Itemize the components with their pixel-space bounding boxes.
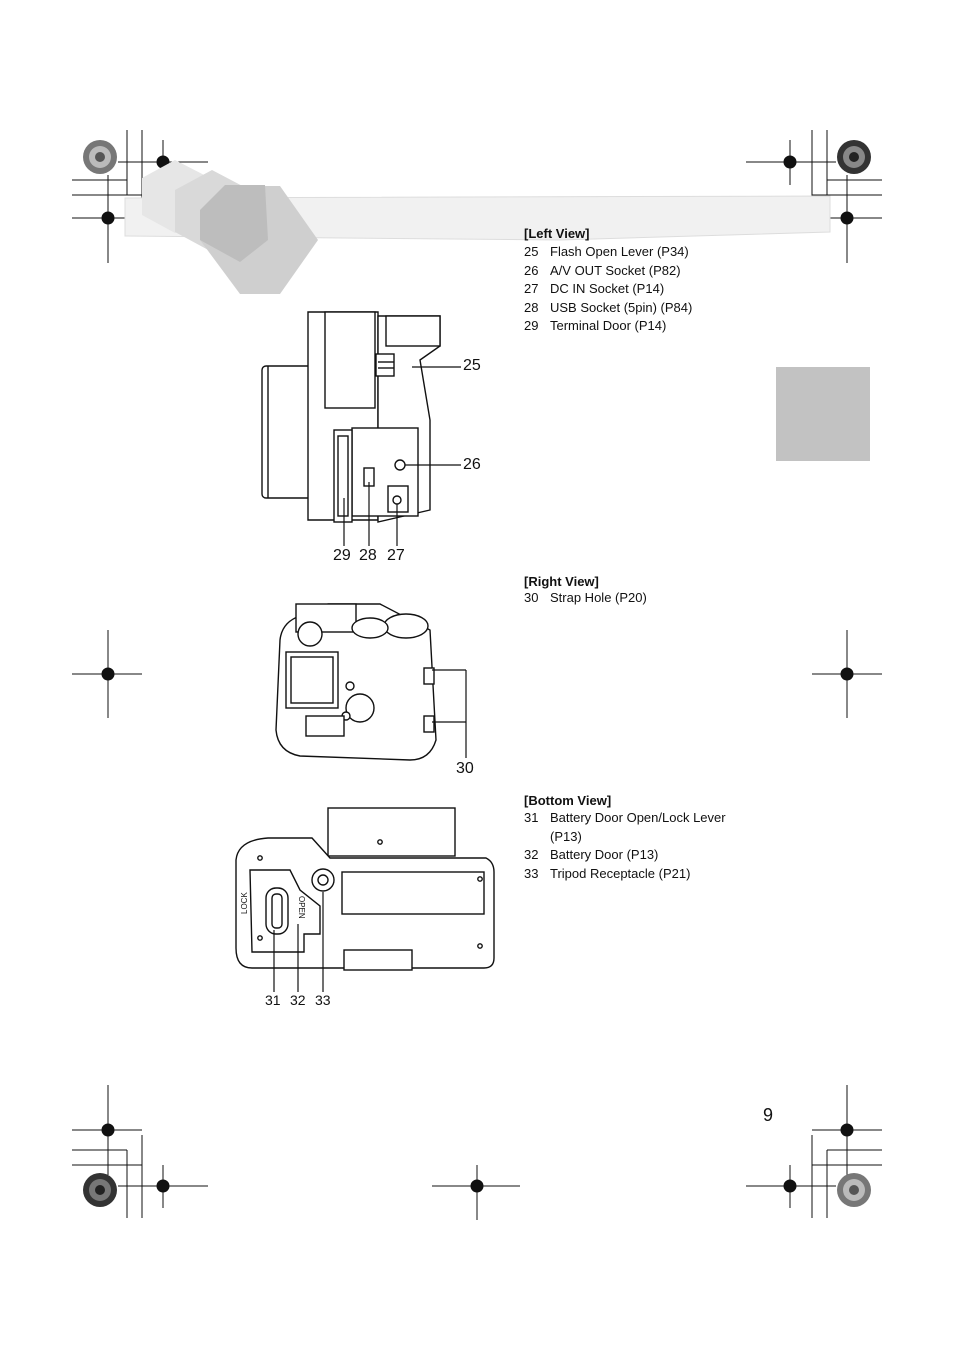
registration-crosshairs	[72, 140, 882, 1220]
bottom-view-illustration	[235, 807, 495, 971]
item-number: 33	[524, 866, 539, 881]
right-view-illustration	[275, 603, 437, 761]
item-text: Battery Door Open/Lock Lever	[550, 810, 726, 825]
header-decoration	[124, 160, 831, 294]
item-number: 25	[524, 244, 539, 259]
callout-25: 25	[463, 357, 481, 374]
starburst-marks	[83, 140, 871, 1207]
bottom-view-title: [Bottom View]	[524, 793, 612, 808]
item-number: 30	[524, 590, 539, 605]
item-text: Strap Hole (P20)	[550, 590, 647, 605]
right-view-leaders	[432, 669, 467, 758]
item-text: A/V OUT Socket (P82)	[550, 263, 681, 278]
item-number: 29	[524, 318, 539, 333]
item-text: DC IN Socket (P14)	[550, 281, 665, 296]
page-number: 9	[763, 1105, 774, 1125]
callout-30: 30	[456, 760, 474, 777]
item-text: Battery Door (P13)	[550, 847, 659, 862]
item-text: Tripod Receptacle (P21)	[550, 866, 691, 881]
item-text: Flash Open Lever (P34)	[550, 244, 689, 259]
callout-31: 31	[265, 992, 281, 1008]
callout-29: 29	[333, 547, 351, 564]
left-view-title: [Left View]	[524, 226, 590, 241]
lever-open-label: OPEN	[297, 896, 306, 919]
item-text: USB Socket (5pin) (P84)	[550, 300, 693, 315]
bottom-view-leaders	[273, 892, 324, 992]
item-text: Terminal Door (P14)	[550, 318, 667, 333]
left-view-leaders	[343, 366, 461, 546]
callout-26: 26	[463, 456, 481, 473]
right-view-title: [Right View]	[524, 574, 599, 589]
callout-33: 33	[315, 992, 331, 1008]
item-number: 28	[524, 300, 539, 315]
lever-lock-label: LOCK	[240, 892, 249, 914]
item-number: 32	[524, 847, 539, 862]
item-number: 27	[524, 281, 539, 296]
item-number: 31	[524, 810, 539, 825]
item-number: 26	[524, 263, 539, 278]
list-item-continued: (P13)	[550, 829, 582, 844]
callout-28: 28	[359, 547, 377, 564]
callout-27: 27	[387, 547, 405, 564]
left-view-illustration	[261, 311, 441, 523]
callout-32: 32	[290, 992, 306, 1008]
section-tab	[776, 367, 870, 461]
